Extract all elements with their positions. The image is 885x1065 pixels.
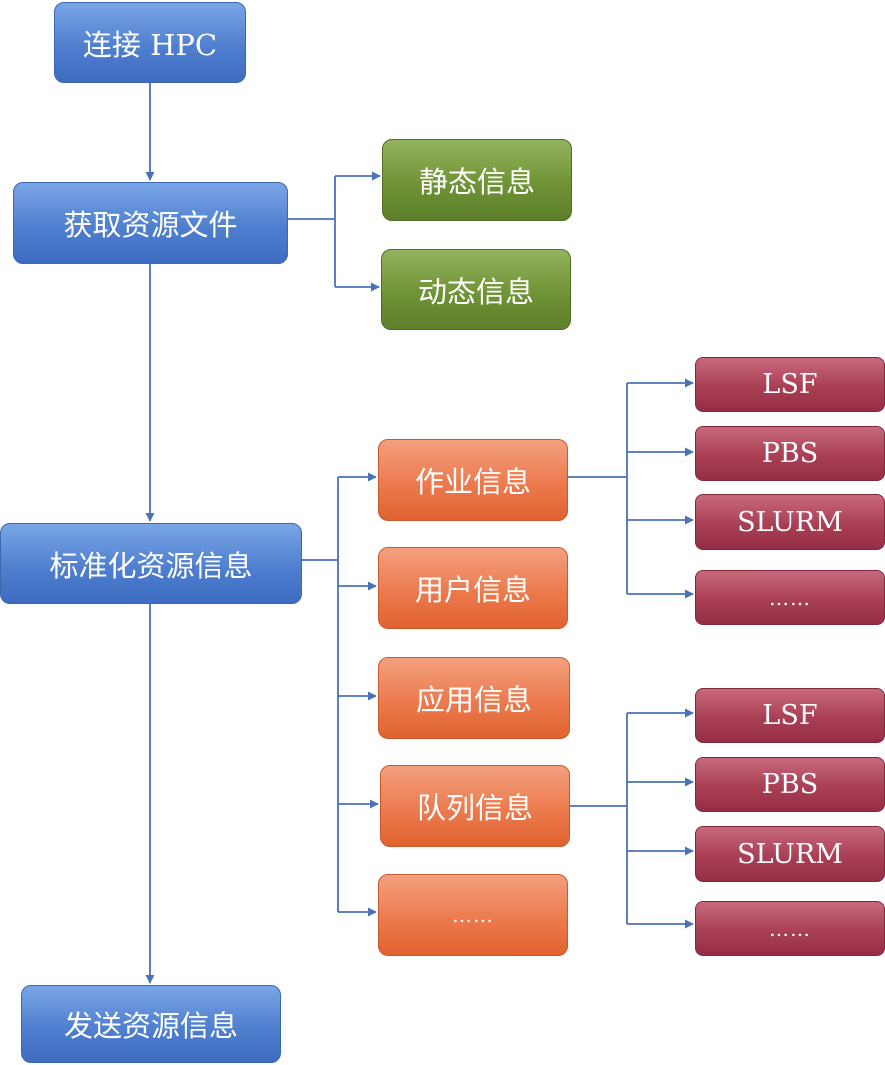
queue-scheduler-pbs: PBS (695, 757, 885, 812)
normalize-resource-info-node: 标准化资源信息 (0, 523, 302, 604)
branch-normalize (302, 477, 339, 912)
job-scheduler-pbs: PBS (695, 426, 885, 481)
branch-queue (570, 713, 628, 924)
job-scheduler-more: …… (695, 570, 885, 625)
more-info-node: …… (378, 874, 568, 956)
dynamic-info-node: 动态信息 (381, 249, 571, 330)
job-scheduler-lsf: LSF (695, 357, 885, 412)
static-info-node: 静态信息 (382, 139, 572, 221)
job-info-node: 作业信息 (378, 439, 568, 521)
app-info-node: 应用信息 (378, 657, 570, 739)
queue-scheduler-more: …… (695, 901, 885, 956)
branch-fetch (288, 176, 336, 287)
user-info-node: 用户信息 (378, 547, 568, 629)
branch-job (568, 383, 628, 594)
connect-hpc-node: 连接 HPC (54, 2, 246, 83)
queue-scheduler-lsf: LSF (695, 688, 885, 743)
fetch-resource-files-node: 获取资源文件 (13, 182, 288, 264)
queue-info-node: 队列信息 (380, 765, 570, 847)
job-scheduler-slurm: SLURM (695, 494, 885, 550)
queue-scheduler-slurm: SLURM (695, 826, 885, 882)
send-resource-info-node: 发送资源信息 (21, 985, 281, 1063)
